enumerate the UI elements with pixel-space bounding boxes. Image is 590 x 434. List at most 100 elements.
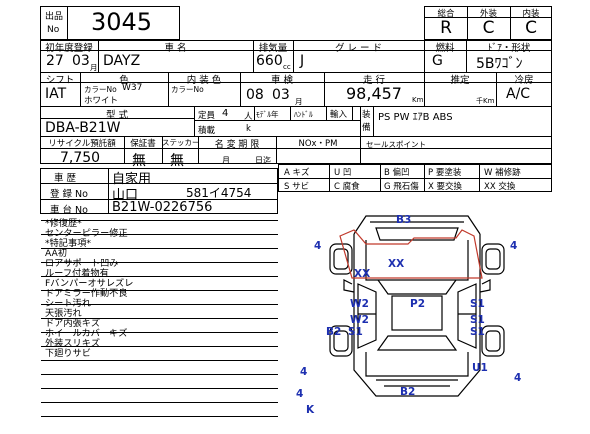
reg-year: 27 — [46, 53, 64, 69]
insp-year: 08 — [246, 87, 264, 103]
displacement-label: 排気量 — [258, 43, 288, 54]
note-line: 下廻りサビ — [45, 348, 91, 359]
note-line: センターピラー修正 — [45, 228, 128, 239]
legend-b: B 偏凹 — [384, 168, 410, 178]
shift-label: シフト — [45, 75, 75, 86]
grade-label-total: 総合 — [437, 9, 455, 19]
model: DBA-B21W — [45, 120, 121, 136]
lot-number-box: 出品 No 3045 — [40, 6, 180, 40]
color-label: 色 — [119, 75, 129, 86]
tire-front-left-icon — [329, 243, 353, 275]
note-line: *修復歴* — [45, 218, 82, 229]
grade-exterior: C — [482, 18, 495, 38]
nox-label: NOx・PM — [298, 139, 338, 149]
mileage-label: 走 行 — [362, 75, 386, 86]
sales-point-label: セールスポイント — [366, 140, 426, 149]
damage-mark-xx: XX — [354, 268, 371, 280]
legend-c: C 腐食 — [334, 182, 360, 192]
load-unit: k — [246, 124, 251, 134]
spec-grid — [40, 40, 552, 164]
recycle-amount: 7,750 — [60, 150, 101, 166]
name-change-month-unit: 月 — [222, 156, 230, 165]
damage-mark-b2: B2 — [400, 386, 416, 398]
legend-a: A キズ — [284, 168, 310, 178]
insp-month: 03 — [272, 87, 290, 103]
legend-s: S サビ — [284, 182, 310, 192]
damage-mark-4: 4 — [510, 240, 518, 252]
registration-number: 581イ4754 — [186, 186, 252, 200]
legend-u: U 凹 — [334, 168, 352, 178]
tire-rear-right-icon — [481, 325, 505, 357]
damage-mark-4: 4 — [300, 366, 308, 378]
estimate-unit: 千Km — [476, 97, 495, 105]
damage-mark-b3: B3 — [396, 214, 412, 226]
damage-mark-b2: B2 — [326, 326, 342, 338]
car-name: DAYZ — [103, 53, 141, 69]
interior-label: 内 装 色 — [186, 75, 222, 86]
grade-total: R — [440, 18, 452, 38]
history-value: 自家用 — [112, 172, 152, 187]
ac: A/C — [506, 86, 531, 102]
ac-label: 冷房 — [514, 75, 534, 86]
note-line: Fバンパーオサレズレ — [45, 278, 134, 289]
note-line: 外装スリキズ — [45, 338, 101, 349]
warranty: 無 — [132, 153, 146, 169]
handle-label: ﾊﾝﾄﾞﾙ — [294, 110, 313, 119]
legend-x: X 要交換 — [428, 182, 463, 192]
damage-mark-p2: P2 — [410, 298, 426, 310]
car-name-label: 車 名 — [164, 43, 187, 54]
note-line: AA初 — [45, 248, 68, 259]
note-line: *特記事項* — [45, 238, 91, 249]
reg-month: 03 — [72, 53, 90, 69]
damage-mark-s1: S1 — [470, 298, 485, 310]
inspection-label: 車 検 — [270, 75, 294, 86]
color-no-label: カラーNo — [84, 85, 117, 94]
door-shape: 5Bﾜｺﾞﾝ — [476, 56, 523, 72]
notes-lines — [41, 220, 278, 420]
legend-p: P 要塗装 — [428, 168, 462, 178]
history-box — [40, 168, 278, 214]
grade-label-interior: 内装 — [522, 9, 540, 19]
displacement: 660 — [256, 53, 283, 69]
mileage: 98,457 — [346, 84, 402, 103]
damage-mark-w2: W2 — [350, 314, 369, 326]
grade-label-exterior: 外装 — [479, 9, 497, 19]
chassis-label: 車 台 No — [50, 205, 88, 216]
damage-mark-s1: S1 — [470, 314, 485, 326]
damage-mark-4: 4 — [296, 388, 304, 400]
note-line: ドア内張キズ — [45, 318, 101, 329]
note-line: シート汚れ — [45, 298, 91, 309]
note-line: 天張汚れ — [45, 308, 82, 319]
lot-number: 3045 — [91, 8, 153, 36]
equip-label: 装 — [362, 110, 371, 120]
chassis-number: B21W-0226756 — [112, 200, 213, 215]
load-label: 積載 — [198, 126, 216, 136]
legend-xx: XX 交換 — [484, 182, 516, 192]
tire-front-right-icon — [481, 243, 505, 275]
legend-w: W 補修跡 — [484, 168, 521, 178]
damage-mark-4: 4 — [514, 372, 522, 384]
capacity: 4 — [222, 108, 229, 119]
grade-interior: C — [525, 18, 537, 38]
lot-label-top: 出品 — [45, 12, 64, 22]
sticker-label: ステッカー — [162, 138, 200, 147]
damage-mark-s1: S1 — [470, 326, 485, 338]
legend-g: G 飛石傷 — [384, 182, 419, 192]
fuel-label: 燃料 — [435, 43, 455, 54]
door-shape-label: ﾄﾞｱ・形状 — [487, 43, 531, 54]
color-name: ホワイト — [84, 96, 119, 106]
name-change-label: 名 変 期 限 — [214, 140, 260, 150]
insp-month-unit: 月 — [295, 97, 303, 106]
damage-mark-w2: W2 — [350, 298, 369, 310]
model-year-label: ﾓﾃﾞﾙ年 — [256, 110, 279, 119]
grade-name: J — [300, 53, 305, 69]
color-no: W37 — [122, 83, 143, 93]
note-line: ホイールカバーキズ — [45, 328, 128, 339]
fuel: G — [432, 53, 443, 69]
import-label: 輸入 — [330, 110, 348, 120]
damage-mark-xx: XX — [388, 258, 405, 270]
damage-mark-u1: U1 — [472, 362, 488, 374]
equipment: PS PW ｴｱB ABS — [378, 112, 453, 123]
reg-month-unit: 月 — [90, 63, 98, 72]
damage-outline — [339, 229, 483, 279]
